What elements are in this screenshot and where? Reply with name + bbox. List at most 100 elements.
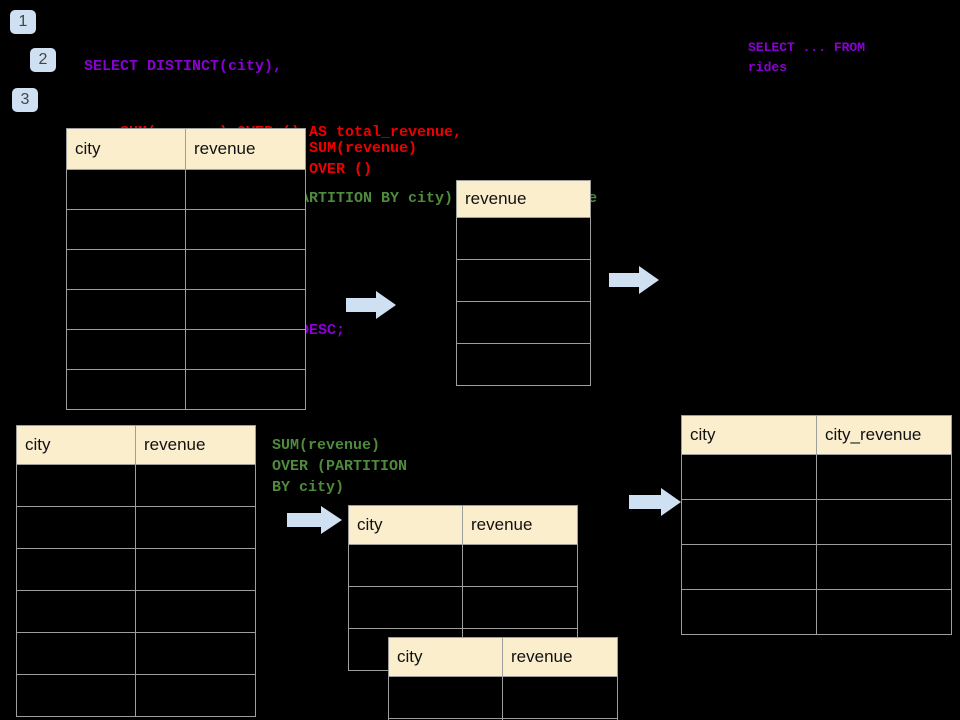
table-body bbox=[456, 217, 591, 386]
arrow-source-to-partition-icon bbox=[287, 506, 342, 534]
column-header-revenue: revenue bbox=[135, 425, 256, 465]
column-header-city: city bbox=[388, 637, 503, 677]
table-row bbox=[66, 249, 306, 290]
table-row bbox=[681, 589, 952, 635]
cell-revenue bbox=[456, 301, 591, 344]
cell-revenue bbox=[135, 590, 256, 633]
cell-city bbox=[16, 506, 136, 549]
column-header-revenue: revenue bbox=[502, 637, 618, 677]
step-badge-3: 3 bbox=[12, 88, 38, 112]
cell-city bbox=[66, 329, 186, 370]
arrow-partition-to-result-icon bbox=[629, 488, 681, 516]
cell-city bbox=[681, 454, 817, 500]
table-rides-source-bottom: city revenue bbox=[16, 425, 256, 717]
table-city-revenue-result: city city_revenue bbox=[681, 415, 952, 635]
arrow-total-to-result-icon bbox=[609, 266, 659, 294]
cell-revenue bbox=[135, 506, 256, 549]
cell-revenue bbox=[135, 632, 256, 675]
step-badge-2-label: 2 bbox=[38, 51, 48, 68]
table-row bbox=[66, 369, 306, 410]
column-header-city: city bbox=[66, 128, 186, 170]
table-body bbox=[66, 169, 306, 410]
table-row bbox=[456, 259, 591, 302]
table-row bbox=[16, 632, 256, 675]
column-header-city: city bbox=[681, 415, 817, 455]
table-body bbox=[16, 464, 256, 717]
column-header-revenue: revenue bbox=[456, 180, 591, 218]
table-row bbox=[681, 544, 952, 590]
table-row bbox=[66, 329, 306, 370]
cell-revenue bbox=[502, 676, 618, 719]
annotation-select-from-rides: SELECT ... FROM rides bbox=[748, 40, 866, 75]
cell-city bbox=[66, 249, 186, 290]
cell-city bbox=[16, 548, 136, 591]
table-header-row: revenue bbox=[456, 180, 591, 218]
table-header-row: city revenue bbox=[66, 128, 306, 170]
cell-city bbox=[16, 632, 136, 675]
table-header-row: city revenue bbox=[348, 505, 578, 545]
table-row bbox=[456, 217, 591, 260]
table-total-revenue: revenue bbox=[456, 180, 591, 386]
cell-city bbox=[16, 674, 136, 717]
table-row bbox=[16, 548, 256, 591]
step-badge-1: 1 bbox=[10, 10, 36, 34]
cell-city bbox=[66, 289, 186, 330]
step-badge-3-label: 3 bbox=[20, 91, 30, 108]
column-header-city: city bbox=[348, 505, 463, 545]
table-row bbox=[388, 676, 618, 719]
column-header-revenue: revenue bbox=[462, 505, 578, 545]
cell-city bbox=[66, 169, 186, 210]
step-badge-1-label: 1 bbox=[18, 13, 28, 30]
table-row bbox=[348, 586, 578, 629]
cell-revenue bbox=[502, 718, 618, 720]
table-header-row: city revenue bbox=[16, 425, 256, 465]
cell-revenue bbox=[135, 464, 256, 507]
cell-city-revenue bbox=[816, 544, 952, 590]
table-rides-source-top: city revenue bbox=[66, 128, 306, 410]
step-badge-2: 2 bbox=[30, 48, 56, 72]
annotation-sum-over-partition: SUM(revenue) OVER (PARTITION BY city) bbox=[272, 437, 408, 496]
sql-line-1: SELECT DISTINCT(city), bbox=[84, 58, 283, 75]
cell-city bbox=[388, 676, 503, 719]
table-row bbox=[456, 301, 591, 344]
table-row bbox=[16, 674, 256, 717]
cell-revenue bbox=[135, 674, 256, 717]
cell-city bbox=[16, 590, 136, 633]
cell-revenue bbox=[185, 289, 306, 330]
table-row bbox=[66, 169, 306, 210]
table-row bbox=[16, 464, 256, 507]
cell-city bbox=[681, 499, 817, 545]
table-body bbox=[681, 454, 952, 635]
annotation-sum-over-empty: SUM(revenue) OVER () bbox=[309, 140, 418, 178]
column-header-revenue: revenue bbox=[185, 128, 306, 170]
table-row bbox=[388, 718, 618, 720]
table-row bbox=[16, 506, 256, 549]
cell-revenue bbox=[185, 329, 306, 370]
column-header-city-revenue: city_revenue bbox=[816, 415, 952, 455]
column-header-city: city bbox=[16, 425, 136, 465]
table-row bbox=[456, 343, 591, 386]
table-body bbox=[388, 676, 618, 720]
cell-city bbox=[681, 544, 817, 590]
cell-revenue bbox=[185, 209, 306, 250]
cell-revenue bbox=[462, 586, 578, 629]
cell-revenue bbox=[456, 217, 591, 260]
table-row bbox=[66, 289, 306, 330]
cell-city bbox=[348, 544, 463, 587]
cell-revenue bbox=[185, 369, 306, 410]
cell-revenue bbox=[185, 169, 306, 210]
table-row bbox=[66, 209, 306, 250]
cell-revenue bbox=[456, 259, 591, 302]
cell-revenue bbox=[456, 343, 591, 386]
cell-revenue bbox=[135, 548, 256, 591]
table-row bbox=[348, 544, 578, 587]
cell-city bbox=[66, 369, 186, 410]
cell-city-revenue bbox=[816, 589, 952, 635]
table-partition-back: city revenue bbox=[348, 505, 578, 671]
table-header-row: city revenue bbox=[388, 637, 618, 677]
table-row bbox=[16, 590, 256, 633]
cell-city bbox=[681, 589, 817, 635]
cell-revenue bbox=[462, 544, 578, 587]
cell-city-revenue bbox=[816, 454, 952, 500]
